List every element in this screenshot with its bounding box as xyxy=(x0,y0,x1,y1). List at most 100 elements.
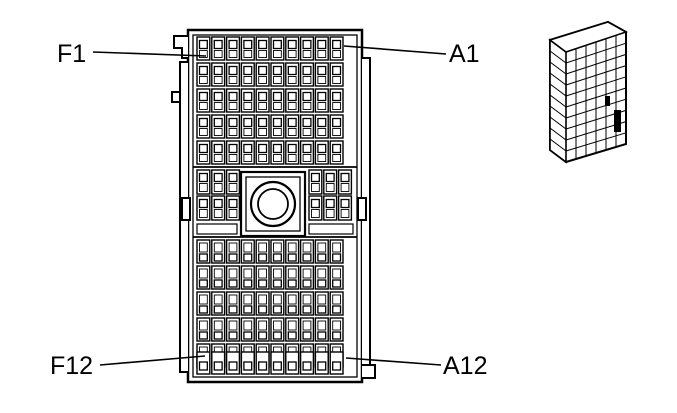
terminal-cavity xyxy=(196,351,211,375)
terminal-cavity xyxy=(225,239,241,264)
terminal-cavity xyxy=(225,195,241,221)
terminal-cavity xyxy=(211,351,226,375)
terminal-cavity xyxy=(255,114,270,139)
label-a12: A12 xyxy=(443,352,487,380)
terminal-cavity xyxy=(314,265,329,290)
terminal-cavity xyxy=(337,195,353,221)
terminal-cavity xyxy=(225,88,241,113)
terminal-cavity xyxy=(240,88,255,113)
terminal-cavity xyxy=(323,169,338,195)
terminal-cavity xyxy=(255,317,270,342)
terminal-cavity xyxy=(196,265,211,290)
terminal-cavity xyxy=(225,62,241,87)
latch-bar xyxy=(196,223,238,235)
terminal-cavity xyxy=(225,351,241,375)
terminal-cavity xyxy=(314,114,329,139)
terminal-cavity xyxy=(270,114,285,139)
terminal-cavity xyxy=(285,317,300,342)
terminal-cavity xyxy=(329,114,344,139)
terminal-cavity xyxy=(314,62,329,87)
terminal-cavity xyxy=(329,140,344,165)
label-f1: F1 xyxy=(57,40,86,68)
terminal-cavity xyxy=(270,36,285,61)
terminal-cavity xyxy=(285,140,300,165)
terminal-cavity xyxy=(299,265,315,290)
terminal-cavity xyxy=(211,88,226,113)
terminal-cavity xyxy=(211,195,226,221)
terminal-cavity xyxy=(270,317,285,342)
leader-a1 xyxy=(343,45,447,55)
terminal-cavity xyxy=(337,169,353,195)
terminal-cavity xyxy=(240,351,255,375)
terminal-cavity xyxy=(299,36,315,61)
terminal-grid xyxy=(193,36,357,375)
terminal-cavity xyxy=(196,62,211,87)
terminal-cavity xyxy=(211,265,226,290)
leader-f1 xyxy=(92,51,207,57)
terminal-cavity xyxy=(270,239,285,264)
terminal-cavity xyxy=(211,62,226,87)
terminal-cavity xyxy=(299,88,315,113)
terminal-cavity xyxy=(329,88,344,113)
terminal-cavity xyxy=(225,36,241,61)
terminal-cavity xyxy=(240,114,255,139)
terminal-cavity xyxy=(255,291,270,316)
terminal-cavity xyxy=(255,140,270,165)
terminal-cavity xyxy=(285,114,300,139)
terminal-cavity xyxy=(240,265,255,290)
label-a1: A1 xyxy=(449,40,480,68)
terminal-cavity xyxy=(329,351,344,375)
terminal-cavity xyxy=(240,140,255,165)
terminal-cavity xyxy=(196,88,211,113)
latch-bar xyxy=(308,223,354,235)
terminal-cavity xyxy=(299,239,315,264)
terminal-cavity xyxy=(329,36,344,61)
terminal-cavity xyxy=(270,88,285,113)
terminal-cavity xyxy=(255,351,270,375)
terminal-cavity xyxy=(329,317,344,342)
terminal-cavity xyxy=(196,169,211,195)
terminal-cavity xyxy=(314,140,329,165)
terminal-cavity xyxy=(255,88,270,113)
terminal-cavity xyxy=(270,351,285,375)
terminal-cavity xyxy=(196,36,211,61)
terminal-cavity xyxy=(225,291,241,316)
terminal-cavity xyxy=(299,351,315,375)
leader-lines xyxy=(92,45,447,366)
terminal-cavity xyxy=(329,291,344,316)
terminal-cavity xyxy=(329,62,344,87)
terminal-cavity xyxy=(314,291,329,316)
terminal-cavity xyxy=(255,36,270,61)
terminal-cavity xyxy=(211,317,226,342)
terminal-cavity xyxy=(240,62,255,87)
terminal-cavity xyxy=(240,291,255,316)
terminal-cavity xyxy=(308,169,323,195)
terminal-cavity xyxy=(225,169,241,195)
terminal-cavity xyxy=(299,291,315,316)
terminal-cavity xyxy=(255,265,270,290)
terminal-cavity xyxy=(240,317,255,342)
terminal-cavity xyxy=(314,88,329,113)
terminal-cavity xyxy=(285,62,300,87)
terminal-cavity xyxy=(211,114,226,139)
terminal-cavity xyxy=(225,317,241,342)
terminal-cavity xyxy=(314,239,329,264)
terminal-cavity xyxy=(255,62,270,87)
terminal-cavity xyxy=(285,88,300,113)
terminal-cavity xyxy=(314,317,329,342)
terminal-cavity xyxy=(211,291,226,316)
terminal-cavity xyxy=(196,239,211,264)
terminal-cavity xyxy=(299,317,315,342)
connector-flanges xyxy=(171,35,376,379)
terminal-cavity xyxy=(240,36,255,61)
terminal-cavity xyxy=(196,140,211,165)
terminal-cavity xyxy=(323,195,338,221)
terminal-cavity xyxy=(270,291,285,316)
terminal-cavity xyxy=(314,351,329,375)
terminal-cavity xyxy=(225,265,241,290)
terminal-cavity xyxy=(211,169,226,195)
keying-post xyxy=(239,170,307,238)
terminal-cavity xyxy=(196,317,211,342)
terminal-cavity xyxy=(196,195,211,221)
